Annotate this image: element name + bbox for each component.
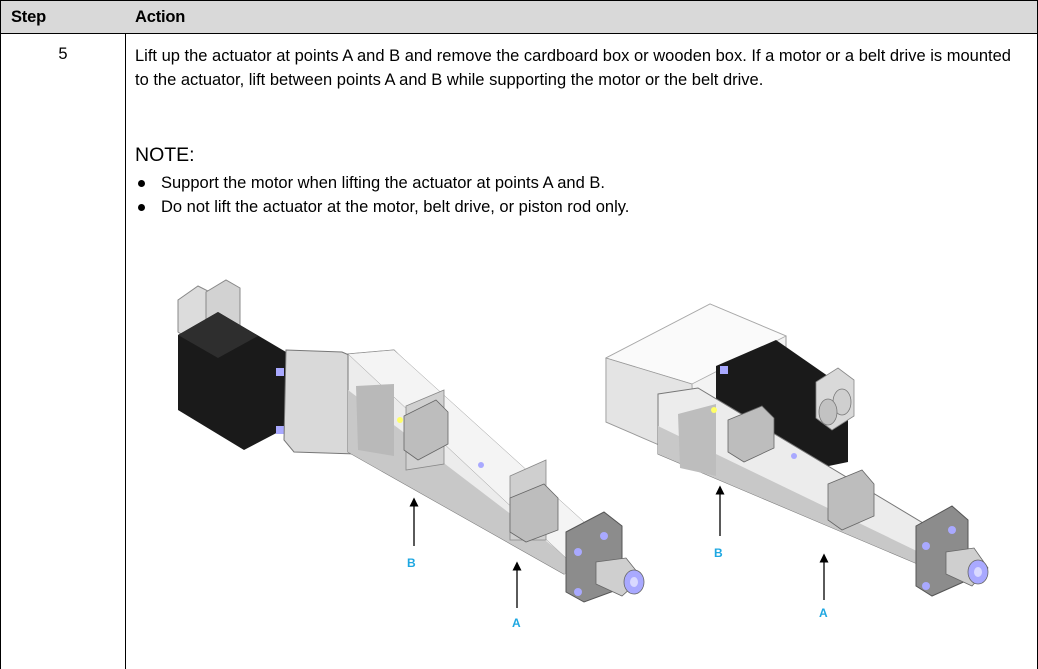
note-item-text: Do not lift the actuator at the motor, b… [161, 198, 630, 216]
bullet-icon [138, 204, 145, 211]
left-label-a: A [512, 616, 521, 630]
right-label-b: B [714, 546, 723, 560]
right-actuator-drawing: B A [604, 303, 989, 620]
note-item: Support the motor when lifting the actua… [135, 171, 629, 195]
header-step: Step [0, 0, 126, 34]
header-action: Action [125, 0, 1038, 34]
note-item-text: Support the motor when lifting the actua… [161, 174, 605, 192]
note-list: Support the motor when lifting the actua… [135, 171, 629, 219]
header-step-label: Step [11, 8, 46, 26]
step-number: 5 [58, 45, 68, 63]
left-label-b: B [407, 556, 416, 570]
right-label-a: A [819, 606, 828, 620]
note-item: Do not lift the actuator at the motor, b… [135, 195, 629, 219]
step-instruction: Lift up the actuator at points A and B a… [135, 47, 1011, 89]
actuator-illustration: B A B A [177, 279, 989, 630]
note-title: NOTE: [135, 144, 195, 166]
left-actuator-drawing: B A [177, 279, 645, 630]
table-column-divider [125, 33, 126, 669]
bullet-icon [138, 180, 145, 187]
header-action-label: Action [135, 8, 186, 26]
table-border-left [0, 33, 1, 669]
